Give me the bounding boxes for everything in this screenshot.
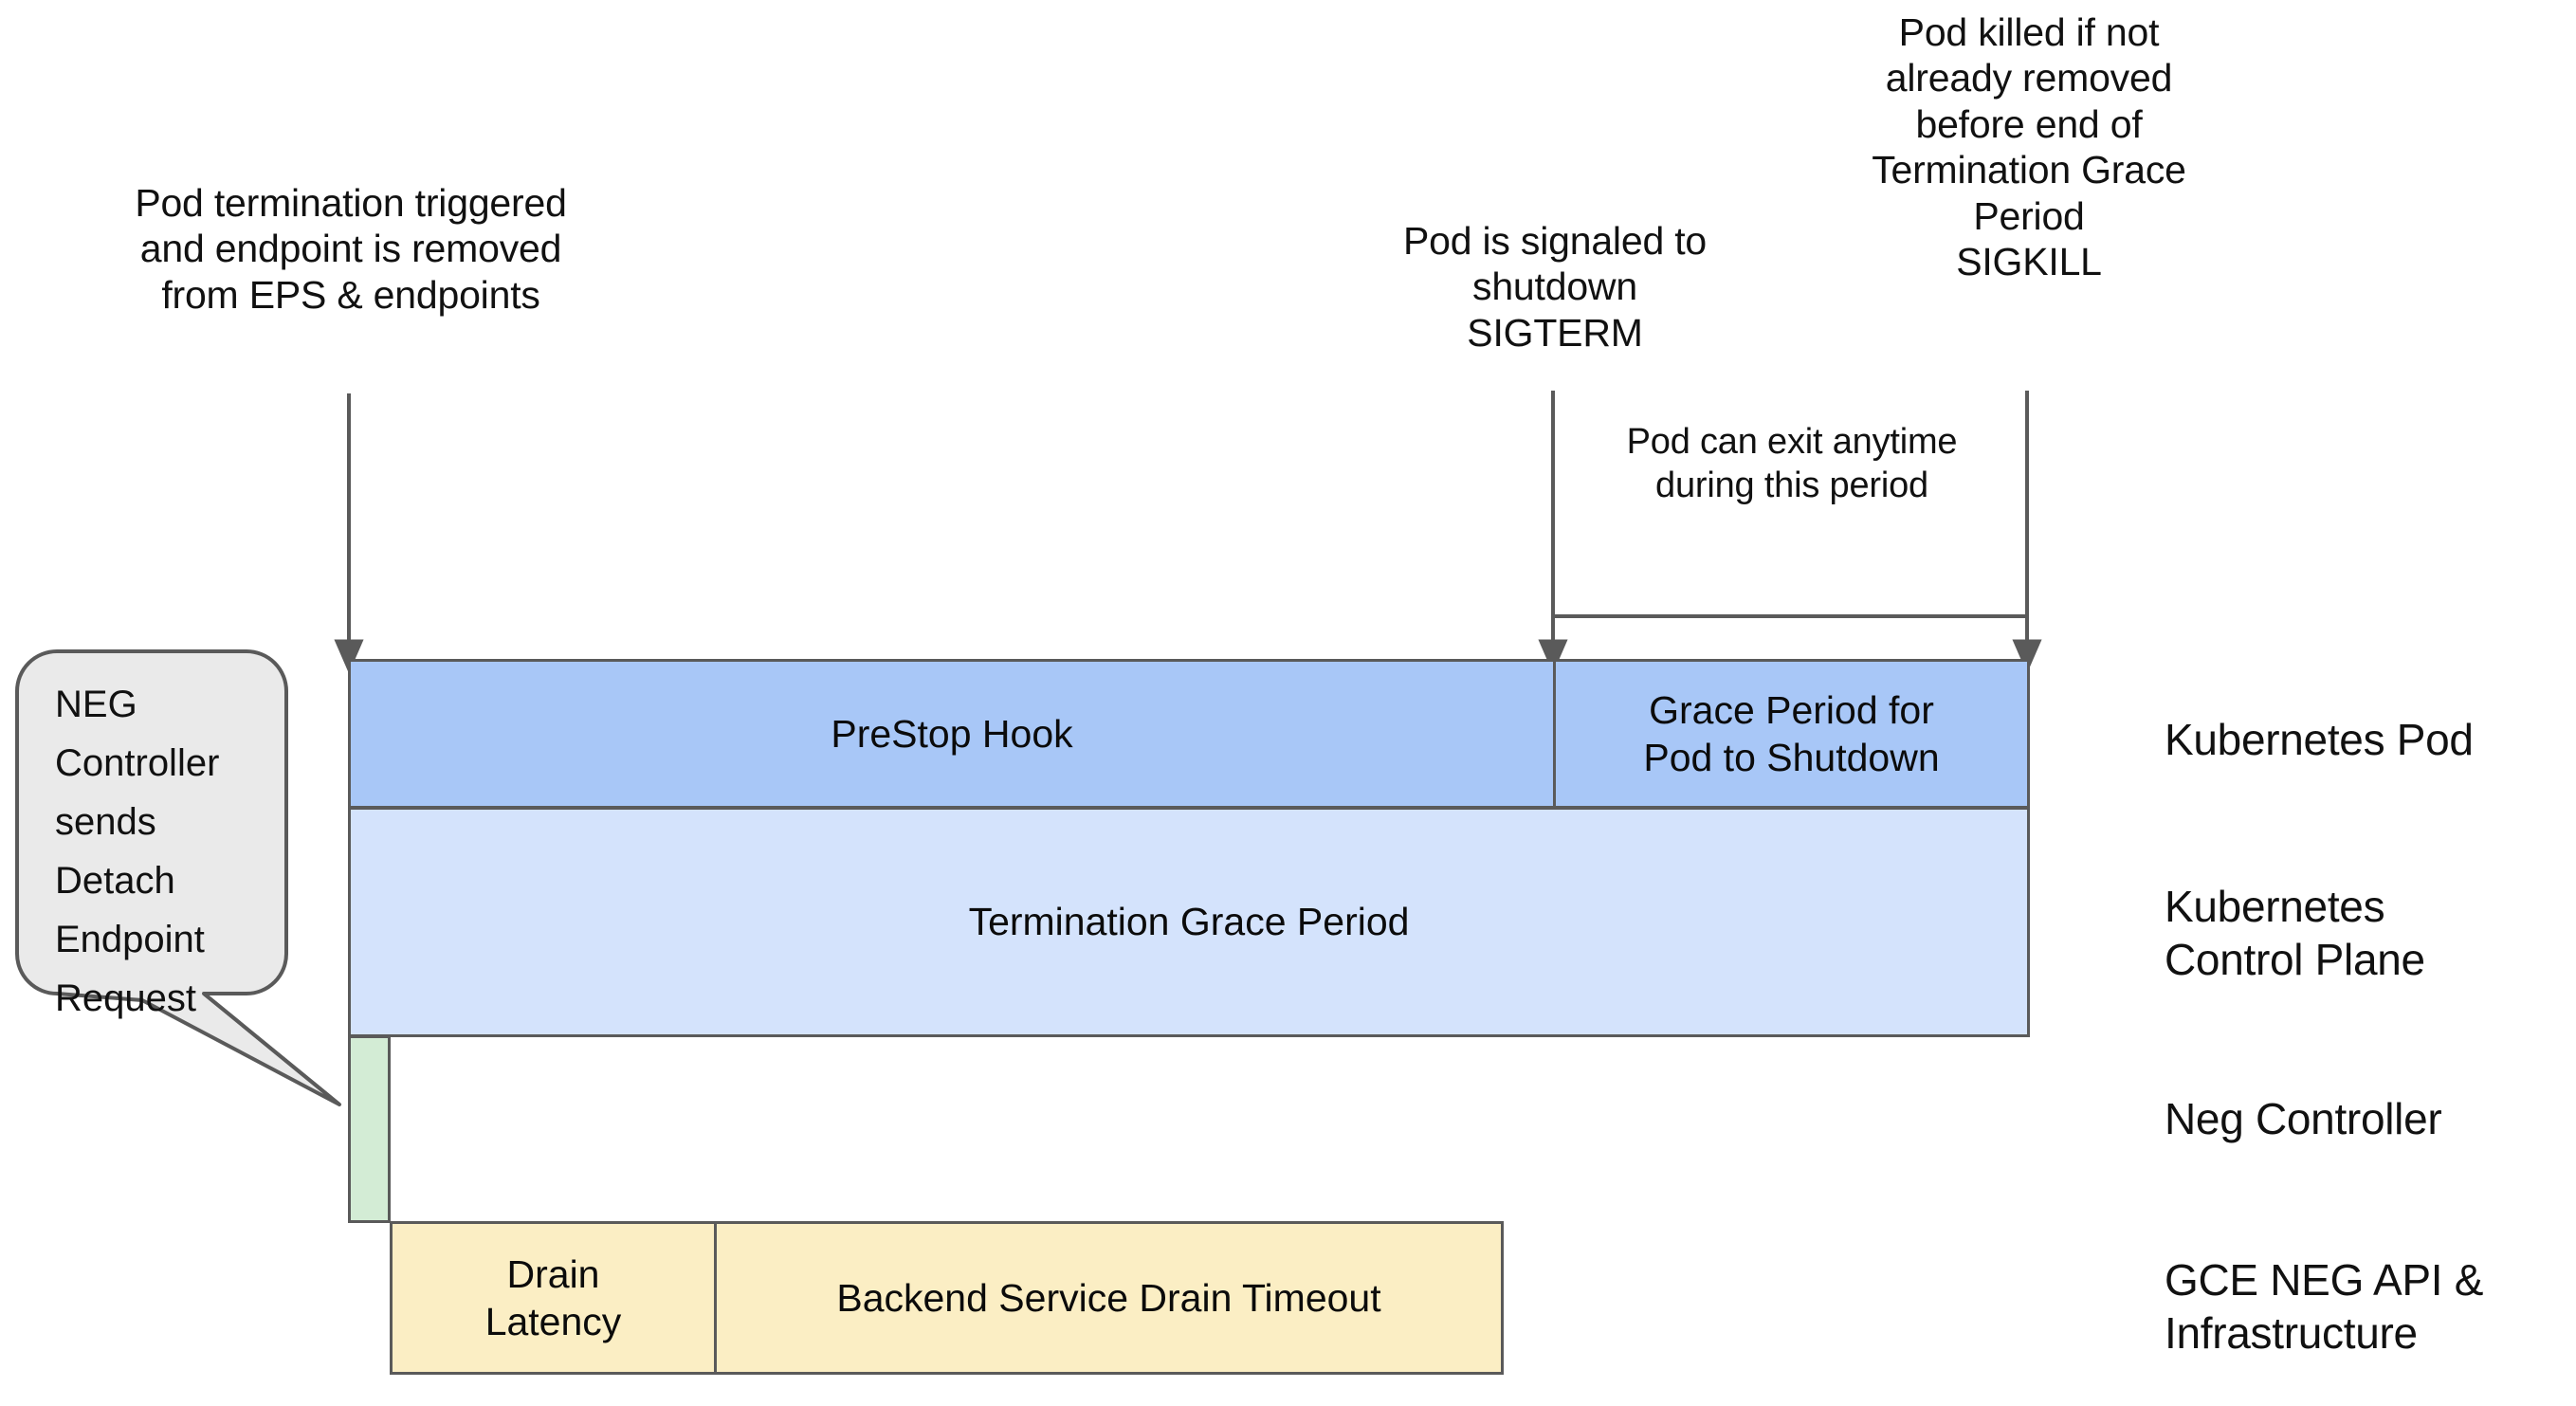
callout-text-neg-controller: NEG Controller sends Detach Endpoint Req… (55, 684, 220, 1019)
bar-prestop-hook: PreStop Hook (348, 659, 1556, 809)
lane-label-neg-controller: Neg Controller (2165, 1094, 2442, 1143)
annotation-pod-can-exit: Pod can exit anytime during this period (1626, 422, 1958, 505)
annotation-sigterm: Pod is signaled to shutdown SIGTERM (1402, 219, 1708, 355)
bar-drain-latency: Drain Latency (390, 1221, 717, 1375)
bar-termination-grace-period: Termination Grace Period (348, 807, 2030, 1037)
lane-label-kubernetes-control-plane: Kubernetes Control Plane (2165, 882, 2425, 985)
bar-neg-controller-detach (348, 1035, 391, 1223)
lane-label-gce-neg-api-infrastructure: GCE NEG API & Infrastructure (2165, 1255, 2484, 1359)
annotation-pod-termination-triggered: Pod termination triggered and endpoint i… (135, 181, 567, 317)
bar-backend-service-drain-timeout: Backend Service Drain Timeout (714, 1221, 1504, 1375)
annotation-sigkill: Pod killed if not already removed before… (1872, 10, 2186, 283)
lane-label-kubernetes-pod: Kubernetes Pod (2165, 715, 2474, 764)
bar-grace-period-for-pod-to-shutdown: Grace Period for Pod to Shutdown (1553, 659, 2030, 809)
